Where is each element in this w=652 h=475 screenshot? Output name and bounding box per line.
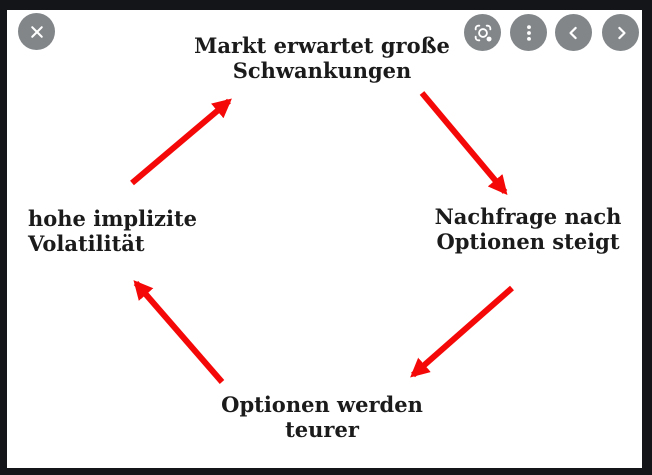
node-text-line: Schwankungen xyxy=(232,58,412,83)
node-options-become-more-expensive: Optionen werden teurer xyxy=(192,392,452,442)
next-image-button[interactable] xyxy=(602,14,639,51)
arrow-left-to-top xyxy=(130,98,232,186)
close-button[interactable] xyxy=(18,13,55,50)
arrow-bottom-to-left xyxy=(133,280,225,384)
node-market-expects-large-swings: Markt erwartet große Schwankungen xyxy=(172,33,472,83)
node-text-line: hohe implizite xyxy=(28,206,198,231)
cycle-arrows xyxy=(130,91,514,384)
diagram-image: Markt erwartet große Schwankungen Nachfr… xyxy=(7,10,642,468)
chevron-right-icon xyxy=(617,26,626,39)
previous-image-button[interactable] xyxy=(555,14,592,51)
node-high-implied-volatility: hohe implizite Volatilität xyxy=(28,206,228,256)
node-text-line: Optionen steigt xyxy=(436,229,620,254)
node-text-line: Markt erwartet große xyxy=(194,33,450,58)
more-options-button[interactable] xyxy=(510,14,547,51)
node-text-line: Nachfrage nach xyxy=(434,204,622,229)
node-demand-for-options-rises: Nachfrage nach Optionen steigt xyxy=(423,204,633,254)
google-lens-icon xyxy=(474,24,492,42)
close-icon xyxy=(30,25,43,38)
arrow-right-to-bottom xyxy=(410,285,514,378)
lens-search-button[interactable] xyxy=(464,14,501,51)
arrow-top-to-right xyxy=(419,91,508,195)
more-options-icon xyxy=(526,24,531,41)
node-text-line: Volatilität xyxy=(28,231,145,256)
chevron-left-icon xyxy=(568,26,577,39)
node-text-line: teurer xyxy=(285,417,359,442)
node-text-line: Optionen werden xyxy=(221,392,423,417)
